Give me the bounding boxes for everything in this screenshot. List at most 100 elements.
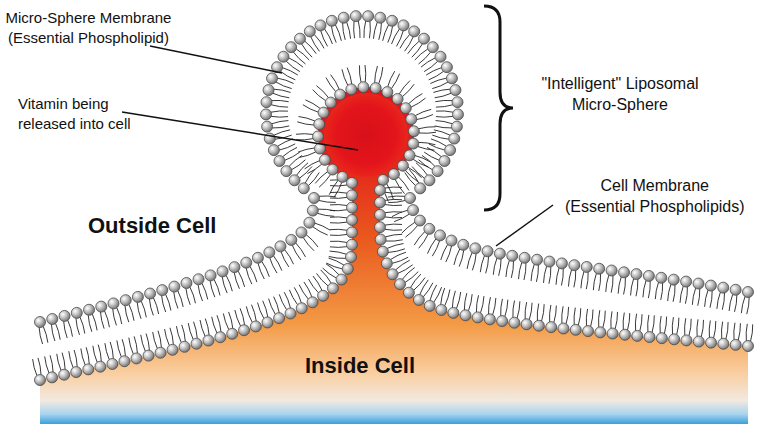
phosphate-head (47, 372, 58, 383)
lipid-tail (599, 274, 601, 291)
lipid-tail (388, 26, 393, 42)
phosphate-head (347, 227, 358, 238)
lipid-tail (480, 256, 484, 273)
lipid-tail (412, 44, 423, 57)
phosphate-head (145, 288, 156, 299)
phosphate-head (239, 325, 250, 336)
lipid-tail (282, 68, 297, 75)
phosphate-head (494, 248, 505, 259)
lipid-tail (429, 144, 445, 150)
lipid-tail (574, 308, 575, 325)
phosphate-head (424, 223, 435, 234)
lipid-tail (636, 279, 638, 296)
lipid-tail (88, 315, 92, 332)
lipid-tail (330, 222, 347, 224)
phosphate-head (304, 217, 315, 228)
lipid-tail (271, 111, 288, 112)
lipid-tail (419, 142, 436, 144)
phosphate-head (533, 320, 544, 331)
phosphate-head (337, 171, 348, 182)
lipid-tail (364, 65, 366, 82)
lipid-tail (561, 269, 563, 286)
phosphate-head (718, 338, 729, 349)
lipid-tail (431, 139, 446, 146)
phosphate-head (546, 322, 557, 333)
lipid-tail (729, 294, 733, 311)
phosphate-head (460, 310, 471, 321)
lipid-tail (335, 25, 341, 41)
phosphate-head (507, 250, 518, 261)
lipid-tail (359, 65, 361, 82)
lipid-tail (432, 135, 449, 139)
curly-bracket (484, 6, 513, 210)
phosphate-head (570, 324, 581, 335)
phosphate-head (387, 15, 398, 26)
phosphate-head (693, 278, 704, 289)
phosphate-head (286, 234, 297, 245)
phosphate-head (519, 252, 530, 263)
phosphate-head (381, 258, 392, 269)
lipid-tail (415, 49, 428, 60)
phosphate-head (143, 350, 154, 361)
phosphate-head (327, 164, 338, 175)
phosphate-head (400, 103, 411, 114)
lipid-tail (524, 263, 526, 280)
phosphate-head (656, 272, 667, 283)
lipid-tail (186, 288, 190, 304)
membrane-leaflet (33, 65, 754, 385)
lipid-tail (316, 86, 328, 98)
lipid-tail (385, 187, 402, 189)
lipid-tail (69, 351, 73, 367)
phosphate-head (304, 26, 315, 37)
phosphate-head (181, 277, 192, 288)
lipid-tail (554, 306, 557, 323)
phosphate-head (307, 205, 318, 216)
phosphate-head (452, 97, 463, 108)
lipid-tail (284, 292, 290, 308)
lipid-tail (303, 238, 314, 251)
lipid-tail (511, 261, 513, 278)
lipid-tail (330, 241, 347, 242)
lipid-tail (424, 61, 438, 71)
lipid-tail (417, 115, 433, 120)
lipid-tail (315, 223, 330, 230)
lipid-tail (586, 309, 587, 326)
phosphate-head (84, 304, 95, 315)
annotation-label: Micro-Sphere Membrane (Essential Phospho… (1, 8, 176, 47)
lipid-tail (661, 283, 663, 300)
phosphate-head (406, 114, 417, 125)
phosphate-head (449, 133, 460, 144)
lipid-tail (330, 204, 347, 206)
phosphate-head (203, 335, 214, 346)
lipid-tail (735, 295, 737, 312)
phosphate-head (424, 175, 435, 186)
phosphate-head (619, 329, 630, 340)
lipid-tail (525, 302, 527, 319)
lipid-tail (562, 306, 563, 323)
lipid-tail (326, 78, 336, 92)
lipid-tail (317, 273, 329, 286)
lipid-tail (202, 283, 208, 299)
lipid-tail (305, 41, 316, 54)
lipid-tail (388, 201, 405, 203)
lipid-tail (717, 292, 720, 309)
phosphate-head (446, 235, 457, 246)
phosphate-head (346, 239, 357, 250)
lipid-tail (599, 310, 600, 327)
phosphate-head (606, 265, 617, 276)
lipid-tail (436, 111, 453, 112)
lipid-tail (293, 52, 305, 64)
lipid-tail (388, 71, 395, 87)
lipid-tail (489, 297, 491, 314)
lipid-tail (222, 277, 227, 293)
lipid-tail (536, 265, 538, 282)
lipid-tail (493, 298, 496, 315)
phosphate-head (327, 283, 338, 294)
phosphate-head (179, 341, 190, 352)
lipid-tail (176, 326, 181, 342)
lipid-tail (146, 334, 149, 351)
phosphate-head (398, 20, 409, 31)
phosphate-head (382, 87, 393, 98)
lipid-tail (452, 291, 455, 308)
phosphate-head (451, 121, 462, 132)
